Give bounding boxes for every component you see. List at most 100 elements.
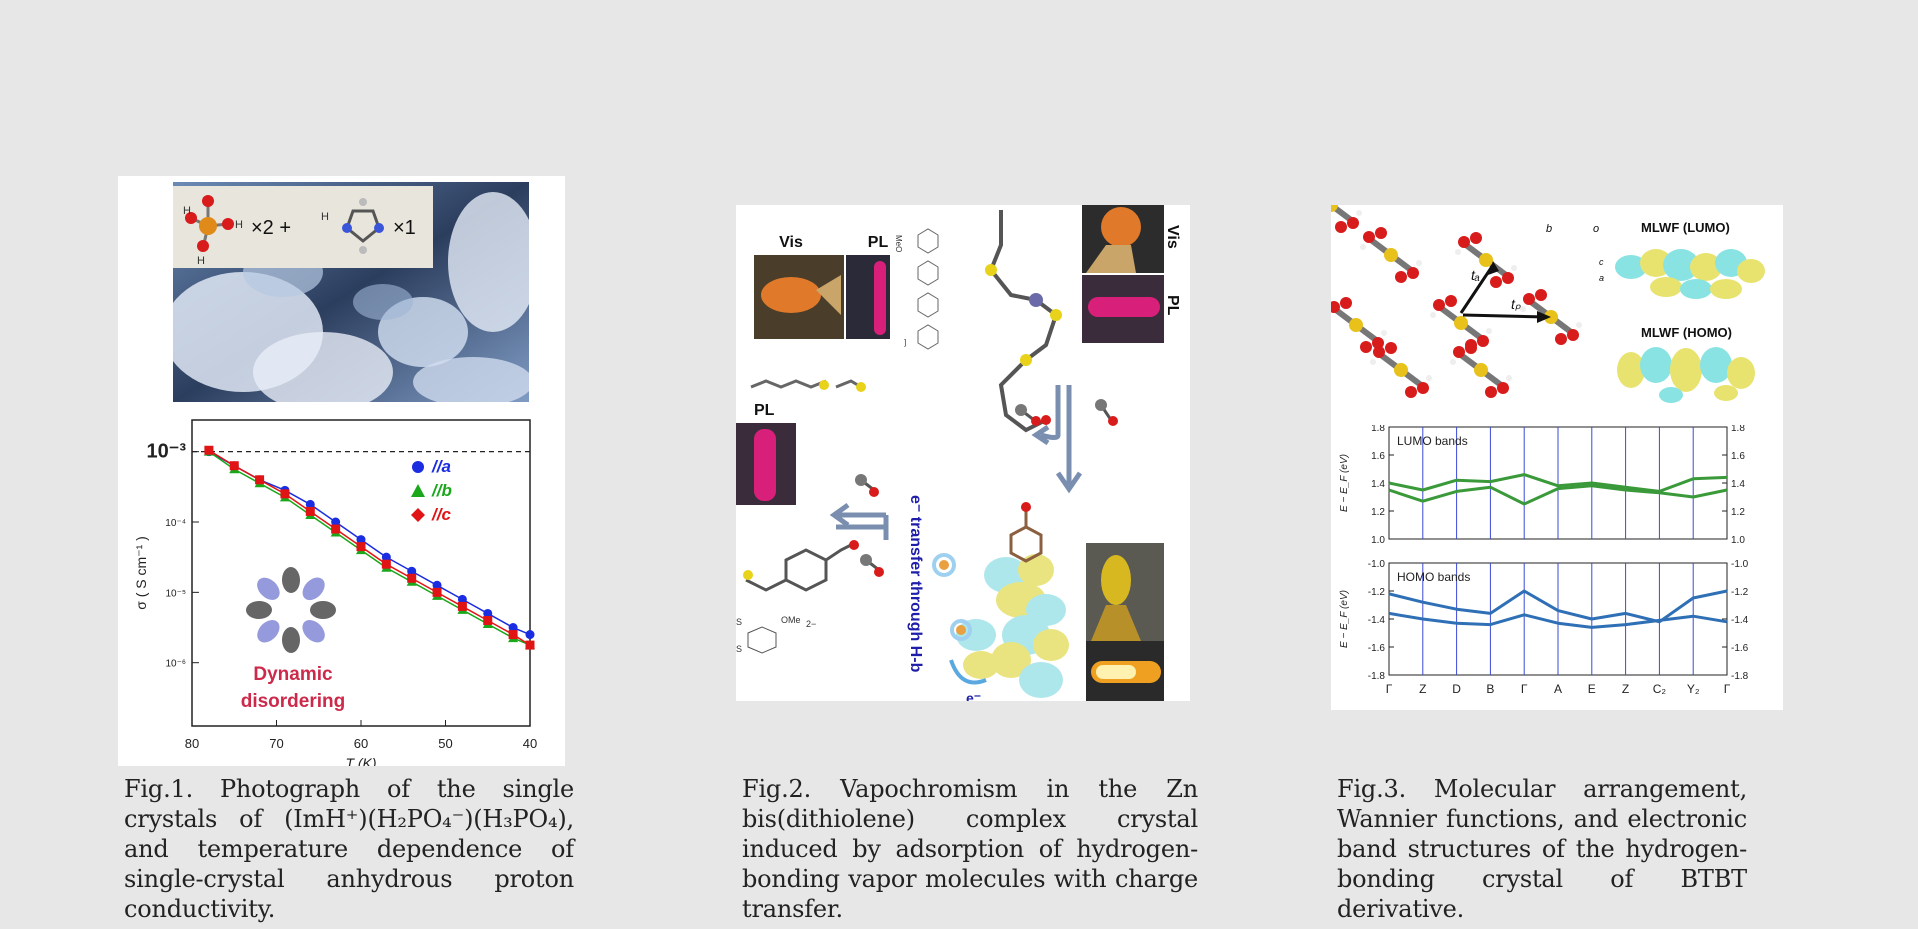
data-point [356, 542, 366, 552]
k-point-label: E [1588, 682, 1596, 696]
legend-label: //a [431, 457, 451, 476]
svg-text:tₚ: tₚ [1511, 296, 1521, 312]
y-tick-label-right: -1.0 [1731, 559, 1749, 570]
y-tick-label-right: 1.2 [1731, 507, 1745, 518]
legend-label: //b [431, 481, 452, 500]
data-point [432, 587, 442, 597]
k-point-label: Γ [1386, 682, 1393, 696]
svg-text:×1: ×1 [393, 217, 416, 239]
svg-text:H: H [183, 205, 191, 217]
svg-text:S: S [736, 644, 742, 654]
y-tick-label: 1.2 [1371, 507, 1385, 518]
phosphate-molecule-icon: H H H ×2 + H ×1 [183, 195, 416, 267]
methanol-molecule-icon [855, 399, 1118, 577]
k-point-label: Y₂ [1687, 682, 1700, 696]
band-line [1388, 484, 1728, 506]
x-tick-label: 70 [269, 736, 283, 751]
svg-text:tₐ: tₐ [1471, 267, 1480, 283]
data-point [255, 475, 265, 485]
electron-label: e⁻ [966, 690, 981, 701]
y-tick-label: -1.4 [1368, 615, 1386, 626]
y-tick-label-right: -1.8 [1731, 671, 1749, 682]
svg-text:MeO: MeO [894, 235, 903, 252]
y-tick-label: -1.6 [1368, 643, 1386, 654]
k-point-label: C₂ [1653, 682, 1667, 696]
svg-text:]: ] [904, 338, 906, 347]
data-point [331, 517, 341, 527]
data-point [483, 608, 493, 618]
data-point [305, 506, 315, 516]
molecule-inset: H H H ×2 + H ×1 [173, 186, 433, 268]
mlwf-lumo-title: MLWF (LUMO) [1641, 220, 1730, 235]
data-point [457, 601, 467, 611]
svg-text:H: H [197, 255, 205, 267]
legend-marker [412, 461, 424, 473]
data-point [204, 445, 214, 455]
data-point [381, 559, 391, 569]
data-point [407, 573, 417, 583]
label-pl-right: PL [1164, 295, 1181, 316]
x-axis-label: T (K) [345, 755, 376, 766]
band-title: HOMO bands [1397, 570, 1470, 584]
svg-text:S: S [736, 617, 742, 627]
plot-frame [191, 419, 531, 727]
y-tick-label: 1.4 [1371, 479, 1385, 490]
k-point-label: D [1452, 682, 1461, 696]
y-tick-label-right: 1.6 [1731, 451, 1745, 462]
y-tick-label: 1.8 [1371, 425, 1385, 434]
vapor-arrow-right [1031, 385, 1083, 494]
band-title: LUMO bands [1397, 434, 1468, 448]
data-point [483, 615, 493, 625]
charge-transfer-label: e⁻ transfer through H-b [907, 495, 924, 673]
y-tick-label: 10⁻⁴ [165, 518, 186, 529]
label-vis-rotated: Vis [1164, 225, 1181, 249]
k-point-label: A [1554, 682, 1562, 696]
data-point [508, 623, 518, 633]
svg-text:c: c [1599, 257, 1604, 267]
k-point-label: Z [1622, 682, 1629, 696]
molecular-arrangement: tₐ tₚ b o c a [1331, 205, 1604, 398]
y-tick-label: 1.6 [1371, 451, 1385, 462]
band-ylabel: E − E_F (eV) [1339, 590, 1350, 648]
y-tick-label-right: 1.4 [1731, 479, 1745, 490]
y-tick-label-right: -1.4 [1731, 615, 1749, 626]
x-tick-label: 60 [354, 736, 368, 751]
y-tick-label: -1.2 [1368, 587, 1386, 598]
x-tick-label: 50 [438, 736, 452, 751]
figure-1-caption: Fig.1. Photograph of the single crystals… [124, 775, 574, 923]
ta-vector [1459, 264, 1495, 314]
y-tick-label-right: 1.0 [1731, 535, 1745, 546]
y-tick-label: 10⁻⁶ [165, 659, 186, 670]
k-point-label: Γ [1521, 682, 1528, 696]
y-tick-label: 10⁻⁵ [165, 588, 186, 599]
vapor-arrow-left [829, 502, 889, 540]
figure-3-panel: tₐ tₚ b o c a MLWF (LUMO) MLWF (HOMO) [1331, 205, 1783, 710]
mlwf-lumo-orbital [1615, 249, 1765, 299]
disordered-ring-icon [246, 567, 336, 653]
label-pl-left: PL [754, 402, 775, 419]
x-tick-label: 80 [185, 736, 199, 751]
k-point-label: B [1486, 682, 1494, 696]
y-axis-label: σ ( S cm⁻¹ ) [133, 536, 149, 610]
k-point-label: Z [1419, 682, 1426, 696]
svg-text:b: b [1546, 223, 1552, 235]
data-point [432, 580, 442, 590]
figure-2-caption: Fig.2. Vapochromism in the Zn bis(dithio… [742, 775, 1198, 923]
legend-marker [411, 508, 425, 522]
svg-text:×2 +: ×2 + [251, 217, 291, 239]
data-point [407, 566, 417, 576]
y-tick-label: 10⁻³ [147, 441, 187, 463]
data-point [525, 640, 535, 650]
data-point [331, 524, 341, 534]
k-point-label: Γ [1724, 682, 1731, 696]
svg-text:o: o [1593, 223, 1599, 235]
data-point [508, 630, 518, 640]
data-point [305, 499, 315, 509]
legend-label: //c [431, 505, 451, 524]
y-tick-label: -1.8 [1368, 671, 1386, 682]
label-vis: Vis [779, 234, 803, 251]
svg-text:OMe: OMe [781, 615, 801, 625]
data-point [457, 594, 467, 604]
